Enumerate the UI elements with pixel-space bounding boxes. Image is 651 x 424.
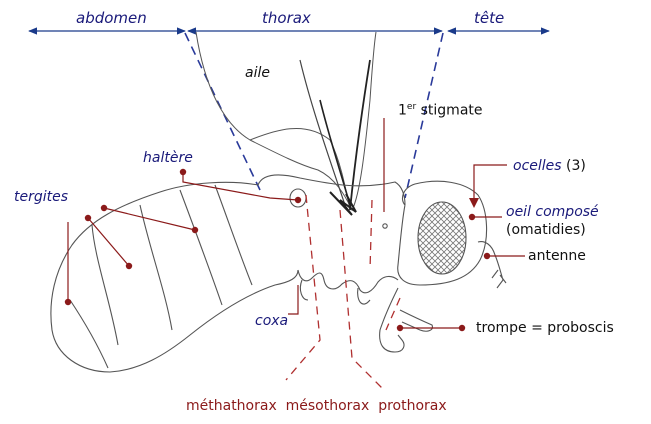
segment-dividers — [285, 194, 401, 389]
tete-header: tête — [474, 9, 505, 27]
trompe-label: trompe = proboscis — [476, 320, 614, 336]
ocelles-count: (3) — [561, 158, 586, 174]
oeil-label: oeil composé — [506, 204, 599, 220]
prothorax-divider — [369, 199, 401, 331]
stigmate-superscript: er — [406, 102, 417, 112]
leader-lines — [67, 118, 525, 329]
haltere-label: haltère — [143, 150, 193, 166]
ocelles-word: ocelles — [513, 158, 562, 174]
tergites-leader-2 — [87, 217, 130, 267]
metathorax-divider — [285, 194, 321, 381]
ocelles-leader — [473, 164, 507, 205]
wing — [195, 31, 377, 216]
aile-label: aile — [245, 65, 270, 81]
stigmate-text: stigmate — [416, 102, 483, 119]
antenne-label: antenne — [528, 248, 586, 264]
segments-label: méthathorax mésothorax prothorax — [186, 398, 447, 414]
abdomen-header: abdomen — [76, 9, 147, 27]
omatidies-label: (omatidies) — [506, 222, 586, 238]
coxa-leader — [288, 285, 299, 315]
head — [379, 180, 507, 353]
ocelles-label: ocelles (3) — [513, 159, 586, 173]
haltere-leader — [182, 172, 299, 201]
compound-eye — [417, 201, 467, 275]
coxa-label: coxa — [255, 313, 289, 329]
abdomen-body — [50, 181, 299, 373]
thorax-body — [257, 174, 406, 305]
tergites-leader-3 — [103, 207, 196, 231]
thorax-header: thorax — [262, 9, 311, 27]
stigmate-label: 1er stigmate — [398, 103, 483, 118]
boundary-dashes — [184, 32, 444, 199]
thorax-head-boundary — [404, 32, 444, 199]
ocelles-arrowhead — [469, 198, 479, 208]
mesothorax-divider — [339, 209, 383, 389]
antenna — [477, 241, 507, 289]
stigmate-number: 1 — [398, 102, 407, 119]
leader-dots — [64, 168, 491, 332]
proboscis — [379, 287, 433, 353]
tergites-label: tergites — [14, 189, 69, 205]
